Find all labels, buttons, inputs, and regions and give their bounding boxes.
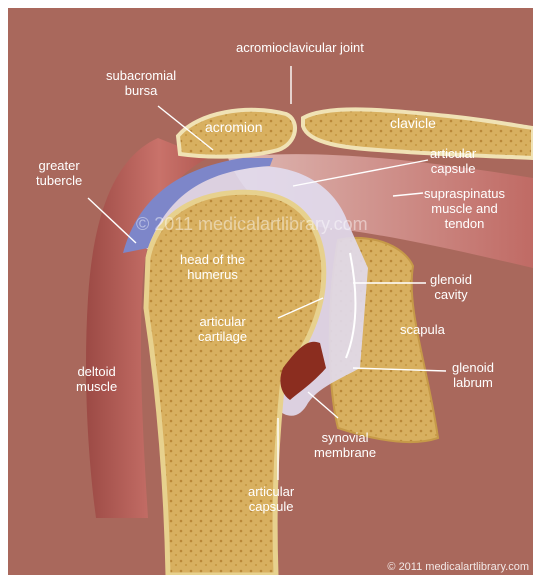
diagram-frame: © 2011 medicalartlibrary.com acromioclav… (8, 8, 533, 575)
glenoid-labrum-label: glenoid labrum (452, 360, 494, 390)
clavicle-label: clavicle (390, 116, 436, 131)
articular-cartilage-label-line1: articular (198, 314, 247, 329)
subacromial-bursa-label: subacromial bursa (106, 68, 176, 98)
synovial-membrane-label-line2: membrane (314, 445, 376, 460)
copyright-watermark: © 2011 medicalartlibrary.com (387, 561, 529, 573)
glenoid-cavity-label-line1: glenoid (430, 272, 472, 287)
articular-capsule-bottom-label-line2: capsule (248, 499, 294, 514)
subacromial-bursa-label-line1: subacromial (106, 68, 176, 83)
deltoid-muscle-label: deltoid muscle (76, 364, 117, 394)
deltoid-muscle-label-line2: muscle (76, 379, 117, 394)
articular-capsule-bottom-label: articular capsule (248, 484, 294, 514)
glenoid-labrum-label-line1: glenoid (452, 360, 494, 375)
glenoid-cavity-label-line2: cavity (430, 287, 472, 302)
supraspinatus-label-line3: tendon (424, 216, 505, 231)
synovial-membrane-label: synovial membrane (314, 430, 376, 460)
acromion-label: acromion (205, 120, 263, 135)
articular-capsule-bottom-label-line1: articular (248, 484, 294, 499)
supraspinatus-label-line1: supraspinatus (424, 186, 505, 201)
head-of-humerus-label-line1: head of the (180, 252, 245, 267)
articular-capsule-top-label: articular capsule (430, 146, 476, 176)
synovial-membrane-label-line1: synovial (314, 430, 376, 445)
articular-cartilage-label: articular cartilage (198, 314, 247, 344)
head-of-humerus-label: head of the humerus (180, 252, 245, 282)
center-watermark: © 2011 medicalartlibrary.com (136, 214, 368, 235)
supraspinatus-label: supraspinatus muscle and tendon (424, 186, 505, 231)
subacromial-bursa-label-line2: bursa (106, 83, 176, 98)
supraspinatus-label-line2: muscle and (424, 201, 505, 216)
scapula-label: scapula (400, 322, 445, 337)
glenoid-labrum-label-line2: labrum (452, 375, 494, 390)
acromioclavicular-joint-label: acromioclavicular joint (236, 40, 364, 55)
articular-capsule-top-label-line1: articular (430, 146, 476, 161)
articular-cartilage-label-line2: cartilage (198, 329, 247, 344)
greater-tubercle-label-line1: greater (36, 158, 82, 173)
greater-tubercle-label-line2: tubercle (36, 173, 82, 188)
glenoid-cavity-label: glenoid cavity (430, 272, 472, 302)
deltoid-muscle-label-line1: deltoid (76, 364, 117, 379)
articular-capsule-top-label-line2: capsule (430, 161, 476, 176)
greater-tubercle-label: greater tubercle (36, 158, 82, 188)
head-of-humerus-label-line2: humerus (180, 267, 245, 282)
